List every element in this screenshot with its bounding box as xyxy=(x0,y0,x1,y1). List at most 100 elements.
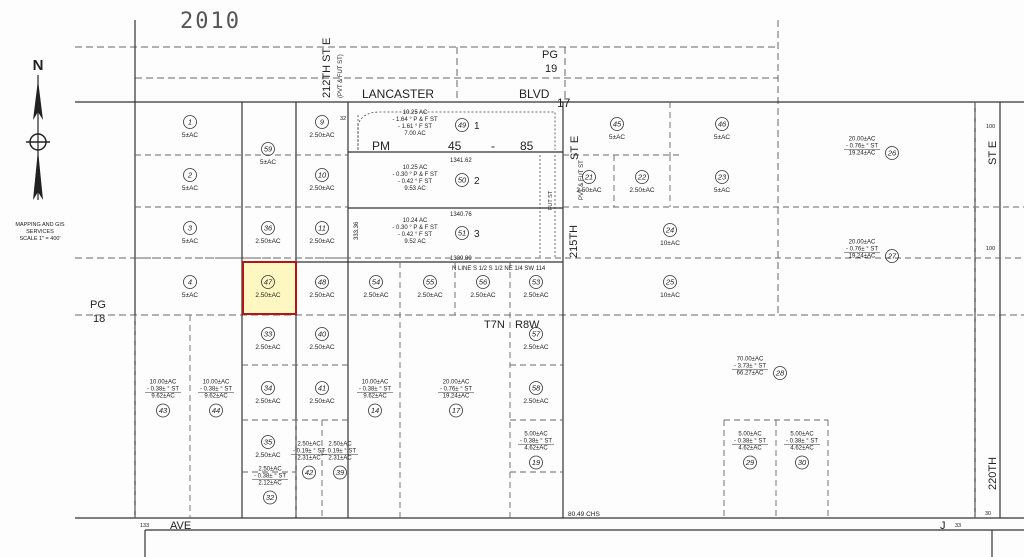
parcel-40[interactable]: 402.50±AC xyxy=(309,327,335,352)
parcel-number: 44 xyxy=(212,406,220,415)
parcel-2[interactable]: 25±AC xyxy=(182,168,199,193)
parcel-58[interactable]: 582.50±AC xyxy=(523,381,549,406)
parcel-22[interactable]: 222.50±AC xyxy=(629,170,655,195)
parcel-number-circle xyxy=(715,170,729,184)
parcel-45[interactable]: 455±AC xyxy=(609,117,626,142)
parcel-number-circle xyxy=(261,221,275,235)
parcel-number: 21 xyxy=(584,173,593,182)
parcel-number: 14 xyxy=(371,406,379,415)
parcel-area-line: 10.00±AC xyxy=(362,380,389,386)
parcel-53[interactable]: 532.50±AC xyxy=(523,275,549,300)
parcel-area-line: 2.50±AC xyxy=(258,467,282,473)
parcel-33[interactable]: 332.50±AC xyxy=(255,327,281,352)
parcel-3[interactable]: 3 5±AC xyxy=(182,221,199,246)
parcel-55[interactable]: 552.50±AC xyxy=(417,275,443,300)
dim-32: 32 xyxy=(340,116,346,122)
parcel-number: 25 xyxy=(665,278,675,287)
pm-page: 85 xyxy=(520,139,534,153)
parcel-area-line: 2.31±AC xyxy=(328,456,352,462)
parcel-number-circle xyxy=(423,275,437,289)
parcel-number-circle xyxy=(261,275,275,289)
parcel-area-line: - 0.38± ° ST xyxy=(520,439,552,445)
parcel-suffix: 1 xyxy=(474,121,480,132)
parcel-10[interactable]: 102.50±AC xyxy=(309,168,335,193)
parcel-number-circle xyxy=(449,403,463,418)
parcel-54[interactable]: 542.50±AC xyxy=(363,275,389,300)
year-stamp: 2010 xyxy=(180,9,241,34)
parcel-1[interactable]: 15±AC xyxy=(182,115,199,140)
parcel-number: 45 xyxy=(613,120,622,129)
parcel-number-circle xyxy=(156,403,170,418)
pg-left-label: PG xyxy=(90,299,106,311)
parcel-57[interactable]: 572.50±AC xyxy=(523,327,549,352)
dim-1341: 1341.62 xyxy=(450,158,472,164)
parcel-35[interactable]: 352.50±AC xyxy=(255,435,281,460)
parcel-number-circle xyxy=(743,455,757,470)
parcel-number-circle xyxy=(315,327,329,341)
parcel-area-line: 5.00±AC xyxy=(524,432,548,438)
parcel-46[interactable]: 465±AC xyxy=(714,117,731,142)
parcel-59[interactable]: 59 5±AC xyxy=(260,142,277,167)
parcel-number-circle xyxy=(663,275,677,289)
parcel-area-line: 4.62±AC xyxy=(524,446,548,452)
parcel-number: 3 xyxy=(188,224,193,233)
parcel-4[interactable]: 45±AC xyxy=(182,275,199,300)
parcel-area-line: 10.24 AC xyxy=(403,218,428,224)
parcel-11[interactable]: 112.50±AC xyxy=(309,221,335,246)
credit-line-3: SCALE 1" = 400' xyxy=(19,236,60,242)
parcel-area-line: 66.27±AC xyxy=(737,371,764,377)
parcel-area: 5±AC xyxy=(260,159,277,166)
parcel-area-line: 9.53 AC xyxy=(404,186,426,192)
parcel-47[interactable]: 472.50±AC xyxy=(255,275,281,300)
parcel-area-line: - 0.76± ° ST xyxy=(846,144,878,150)
parcel-51[interactable]: 10.24 AC- 0.30 ° P & F ST- 0.42 ° F ST9.… xyxy=(392,218,480,245)
parcel-36[interactable]: 362.50±AC xyxy=(255,221,281,246)
chains-label: 80.49 CHS xyxy=(568,511,600,518)
parcel-21[interactable]: 212.50±AC xyxy=(576,170,602,195)
parcel-area-line: 19.24±AC xyxy=(849,151,876,157)
parcel-50[interactable]: 10.25 AC- 0.30 ° P & F ST- 0.42 ° F ST9.… xyxy=(392,165,480,192)
parcel-number-circle xyxy=(368,403,382,418)
parcel-23[interactable]: 235±AC xyxy=(714,170,731,195)
parcel-area: 5±AC xyxy=(182,238,199,245)
parcel-56[interactable]: 562.50±AC xyxy=(470,275,496,300)
parcel-area-line: - 0.38± ° ST xyxy=(786,439,818,445)
parcel-48[interactable]: 482.50±AC xyxy=(309,275,335,300)
parcel-area-line: - 0.42 ° F ST xyxy=(398,179,432,185)
parcel-number: 2 xyxy=(187,171,193,180)
parcel-49[interactable]: 10.25 AC- 1.64 ° P & F ST- 1.61 ° F ST7.… xyxy=(392,110,480,137)
parcel-number-circle xyxy=(315,115,329,129)
north-arrow-icon: N xyxy=(26,57,50,200)
parcel-number-circle xyxy=(315,168,329,182)
parcel-34[interactable]: 342.50±AC xyxy=(255,381,281,406)
parcel-area-line: 5.00±AC xyxy=(790,432,814,438)
parcel-number-circle xyxy=(183,221,197,235)
parcel-area-line: 19.24±AC xyxy=(849,254,876,260)
parcel-9[interactable]: 92.50±AC xyxy=(309,115,335,140)
parcel-number: 59 xyxy=(264,145,273,154)
parcel-number: 55 xyxy=(426,278,435,287)
parcel-41[interactable]: 412.50±AC xyxy=(309,381,335,406)
parcel-number: 28 xyxy=(775,369,785,378)
parcel-area: 2.50±AC xyxy=(363,292,389,299)
parcel-area: 5±AC xyxy=(714,134,731,141)
parcel-area-line: 9.62±AC xyxy=(151,394,175,400)
parcel-number-circle xyxy=(209,403,223,418)
parcel-area: 5±AC xyxy=(182,132,199,139)
